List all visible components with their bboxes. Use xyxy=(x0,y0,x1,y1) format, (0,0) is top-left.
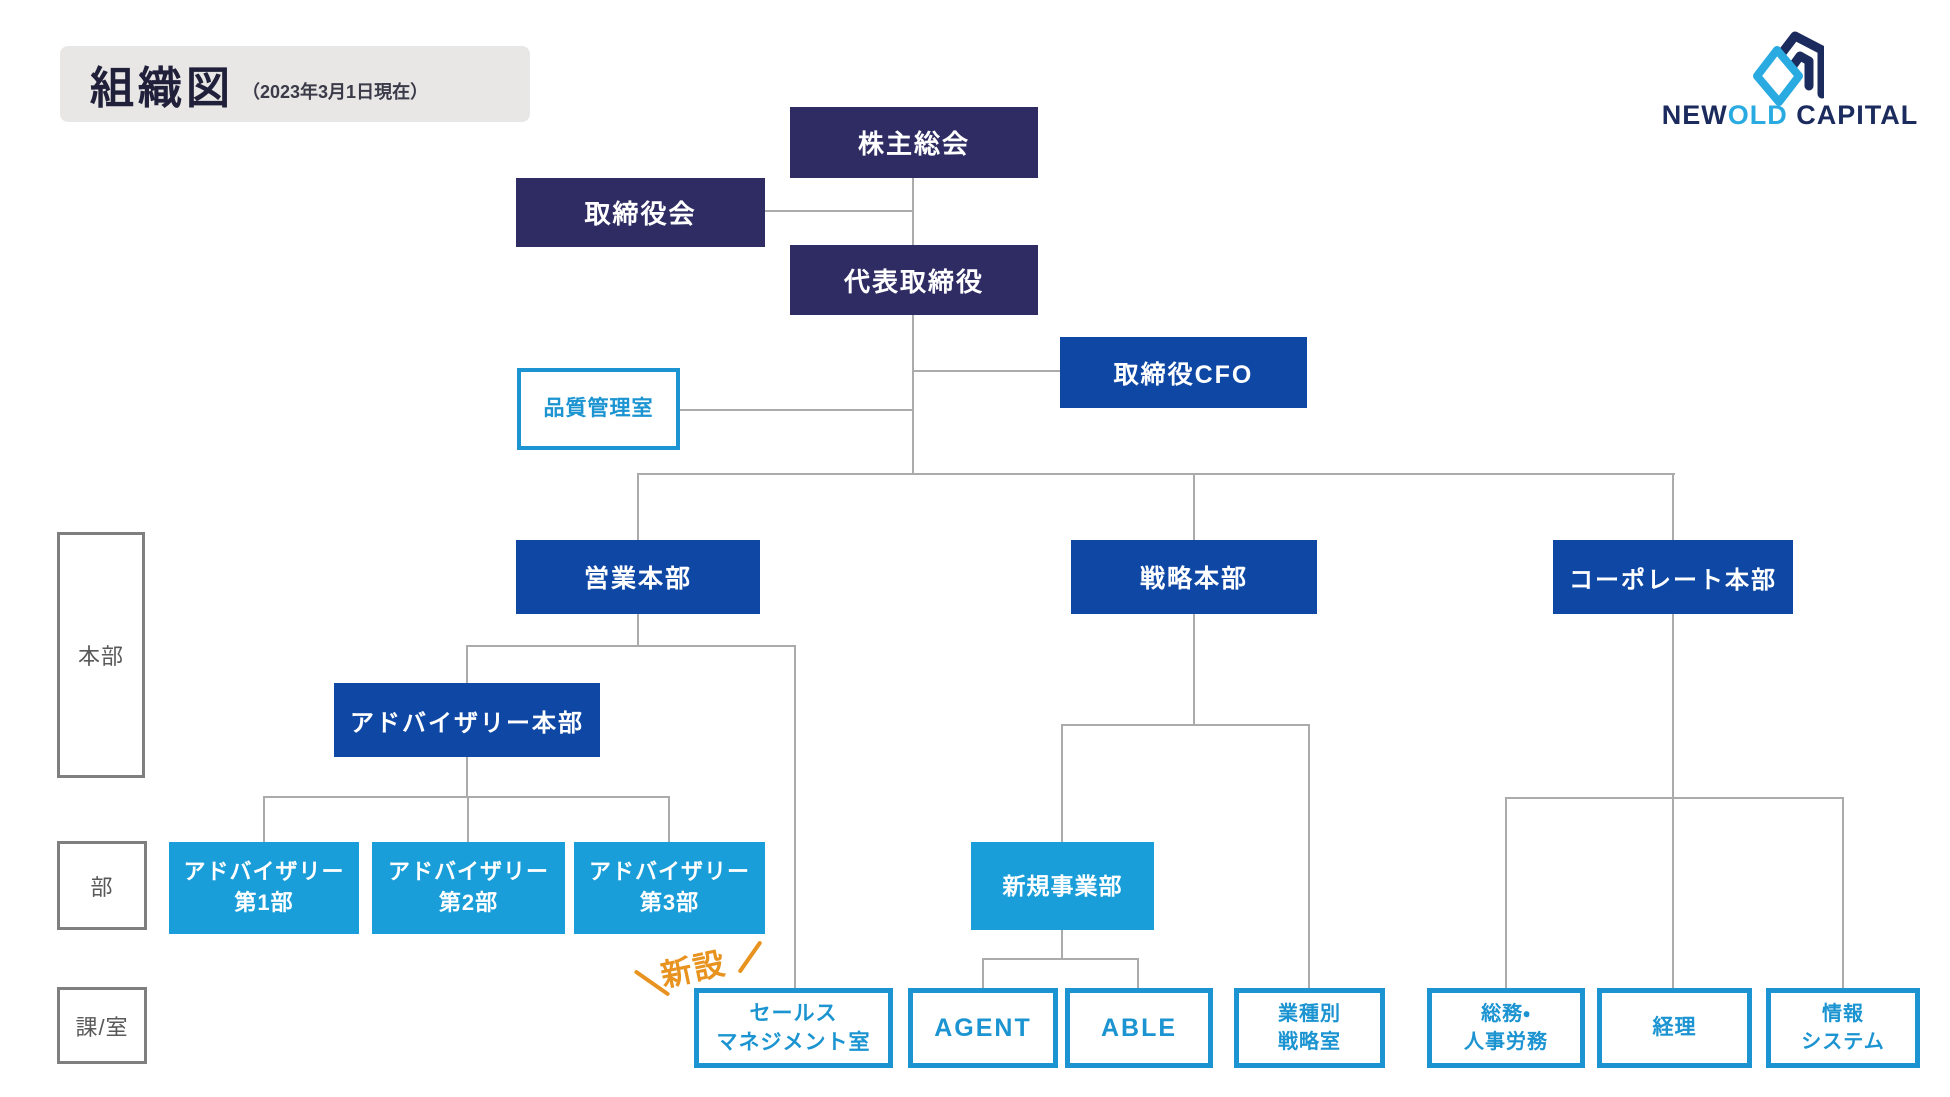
connector-line xyxy=(1505,797,1843,799)
connector-line xyxy=(982,958,984,988)
connector-line xyxy=(1061,724,1309,726)
node-sales-hq: 営業本部 xyxy=(516,540,760,614)
annotation-accent-stroke-right xyxy=(737,940,763,974)
connector-line xyxy=(1193,614,1195,726)
node-industry-strategy-office: 業種別 戦略室 xyxy=(1234,988,1385,1068)
node-able: ABLE xyxy=(1065,988,1213,1068)
node-general-affairs-hr: 総務・ 人事労務 xyxy=(1427,988,1585,1068)
newold-capital-logo-icon xyxy=(1753,31,1824,106)
page-title-box: 組織図 （2023年3月1日現在） xyxy=(60,46,530,122)
node-advisory-dept3: アドバイザリー 第3部 xyxy=(574,842,765,934)
connector-line xyxy=(263,796,265,842)
connector-line xyxy=(1672,797,1674,988)
page-title: 組織図 xyxy=(90,64,234,113)
node-shareholders-meeting: 株主総会 xyxy=(790,107,1038,178)
connector-line xyxy=(1672,614,1674,798)
node-corporate-hq: コーポレート本部 xyxy=(1553,540,1793,614)
company-logo: NEWOLD CAPITAL xyxy=(1650,24,1930,134)
connector-line xyxy=(637,473,639,541)
node-cfo: 取締役CFO xyxy=(1060,337,1307,408)
connector-line xyxy=(912,178,914,245)
node-accounting: 経理 xyxy=(1597,988,1752,1068)
connector-line xyxy=(1505,797,1507,988)
connector-line xyxy=(466,645,796,647)
node-board-of-directors: 取締役会 xyxy=(516,178,765,247)
connector-line xyxy=(1672,473,1674,541)
connector-line xyxy=(1061,724,1063,842)
node-info-systems: 情報 システム xyxy=(1766,988,1920,1068)
connector-line xyxy=(466,645,468,683)
connector-line xyxy=(668,796,670,842)
connector-line xyxy=(1061,930,1063,960)
node-representative-director: 代表取締役 xyxy=(790,245,1038,315)
node-advisory-hq: アドバイザリー本部 xyxy=(334,683,600,757)
connector-line xyxy=(1308,724,1310,988)
node-quality-control-office: 品質管理室 xyxy=(517,368,680,450)
connector-line xyxy=(1137,958,1139,988)
tier-label-ka-shitsu: 課/室 xyxy=(57,987,147,1064)
connector-line xyxy=(913,370,1060,372)
logo-text-old: OLD xyxy=(1727,100,1788,130)
connector-line xyxy=(1842,797,1844,988)
connector-line xyxy=(466,757,468,798)
node-advisory-dept2: アドバイザリー 第2部 xyxy=(372,842,565,934)
newly-established-annotation: 新設 xyxy=(657,945,730,994)
connector-line xyxy=(982,958,1139,960)
node-advisory-dept1: アドバイザリー 第1部 xyxy=(169,842,359,934)
connector-line xyxy=(467,796,469,842)
page-title-date-note: （2023年3月1日現在） xyxy=(242,82,429,102)
node-new-business-dept: 新規事業部 xyxy=(971,842,1154,930)
connector-line xyxy=(1193,473,1195,541)
node-sales-management-office: セールス マネジメント室 xyxy=(694,988,893,1068)
connector-line xyxy=(263,796,670,798)
newold-capital-wordmark: NEWOLD CAPITAL xyxy=(1650,100,1930,131)
connector-line xyxy=(637,473,1675,475)
logo-text-new: NEW xyxy=(1661,100,1728,130)
connector-line xyxy=(637,614,639,647)
connector-line xyxy=(794,645,796,988)
tier-label-bu: 部 xyxy=(57,841,147,930)
logo-text-capital: CAPITAL xyxy=(1787,100,1919,130)
connector-line xyxy=(912,315,914,475)
tier-label-honbu: 本部 xyxy=(57,532,145,778)
connector-line xyxy=(765,210,913,212)
node-strategy-hq: 戦略本部 xyxy=(1071,540,1317,614)
node-agent: AGENT xyxy=(908,988,1058,1068)
connector-line xyxy=(680,409,913,411)
